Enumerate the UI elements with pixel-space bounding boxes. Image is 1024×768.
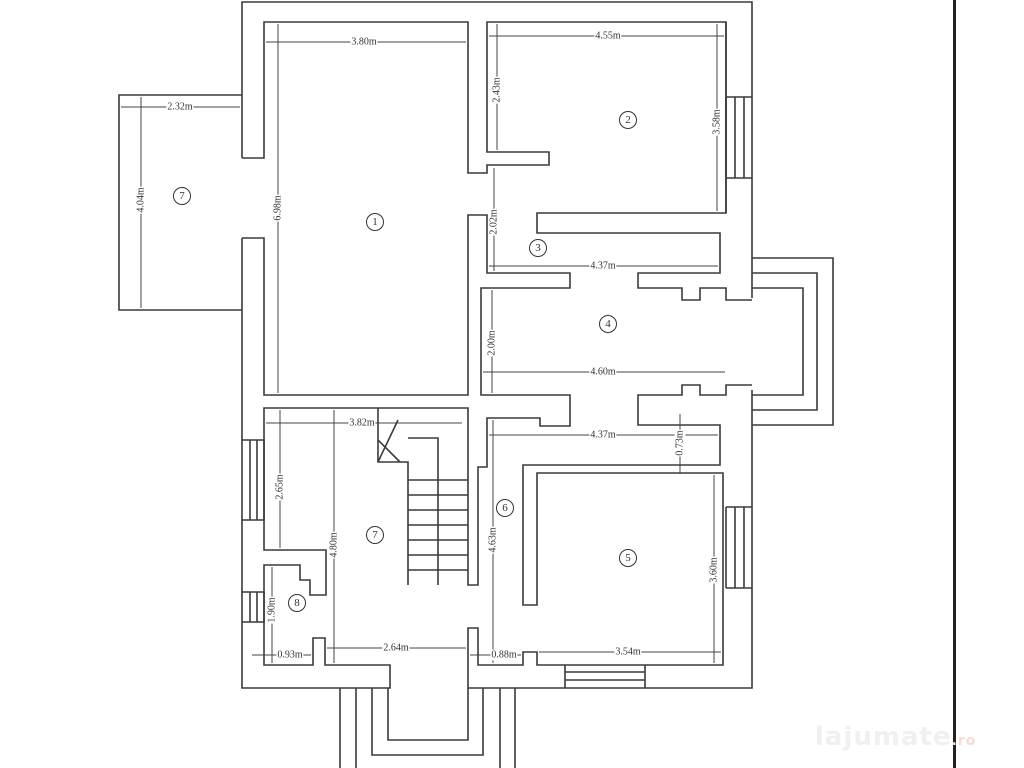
dimension-label: 1.90m	[266, 596, 278, 624]
dimension-label: 0.73m	[674, 429, 686, 457]
room-number-3: 3	[529, 239, 547, 257]
dimension-label: 3.60m	[708, 556, 720, 584]
dimension-label: 2.65m	[274, 473, 286, 501]
dimension-label: 4.55m	[594, 30, 622, 42]
room-number-4: 4	[599, 315, 617, 333]
frame-border	[953, 0, 956, 768]
room-number-5: 5	[619, 549, 637, 567]
dimension-label: 4.04m	[135, 186, 147, 214]
dimension-label: 6.98m	[272, 194, 284, 222]
dimension-label: 4.60m	[589, 366, 617, 378]
dimension-label: 3.80m	[350, 36, 378, 48]
dimension-label: 4.37m	[589, 429, 617, 441]
dimension-label: 2.43m	[491, 76, 503, 104]
dimension-label: 3.82m	[348, 417, 376, 429]
room-number-7: 7	[366, 526, 384, 544]
dimension-label: 2.00m	[486, 329, 498, 357]
room-number-6: 6	[496, 499, 514, 517]
room-number-1: 1	[366, 213, 384, 231]
dimension-label: 4.80m	[328, 531, 340, 559]
window	[725, 506, 752, 589]
watermark-tld: .ro	[951, 733, 977, 749]
watermark-brand: lajumate	[815, 722, 952, 752]
dimension-label: 3.54m	[614, 646, 642, 658]
dimension-label: 4.37m	[589, 260, 617, 272]
dimension-label: 2.02m	[488, 208, 500, 236]
dimension-label: 0.88m	[490, 649, 518, 661]
dimension-label: 3.58m	[711, 108, 723, 136]
window	[242, 439, 265, 521]
room-number-8: 8	[288, 594, 306, 612]
room-number-2: 2	[619, 111, 637, 129]
room-number-7-balcony: 7	[173, 187, 191, 205]
dimension-label: 2.32m	[166, 101, 194, 113]
window	[564, 665, 646, 688]
window	[725, 96, 752, 179]
window	[242, 591, 265, 623]
dimension-label: 2.64m	[382, 642, 410, 654]
watermark-logo: lajumate.ro	[815, 722, 976, 752]
walls	[118, 1, 834, 768]
dimension-label: 4.63m	[487, 526, 499, 554]
dimension-label: 0.93m	[276, 649, 304, 661]
